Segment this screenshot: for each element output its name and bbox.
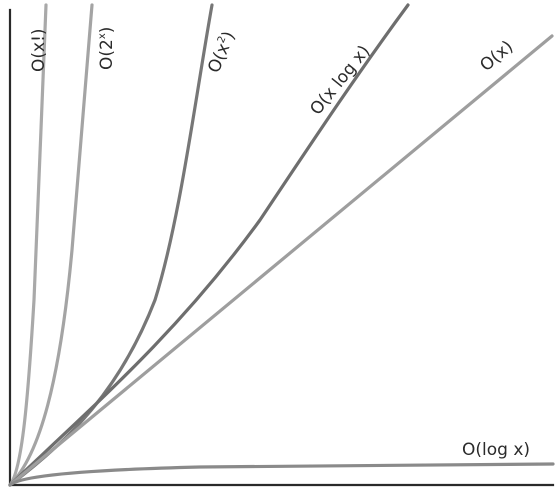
series-label-linearithmic: O(x log x): [306, 42, 374, 119]
series-lines: [8, 3, 555, 487]
series-line-factorial: [8, 3, 48, 487]
series-label-exponential: O(2x): [97, 27, 117, 70]
series-line-quadratic: [8, 3, 214, 487]
series-line-linearithmic: [8, 3, 410, 487]
series-line-exponential: [8, 3, 94, 487]
series-label-quadratic: O(x2): [204, 28, 239, 75]
series-label-factorial: O(x!): [29, 28, 49, 72]
series-line-linear: [8, 34, 554, 487]
series-line-logarithmic: [8, 462, 555, 487]
series-label-logarithmic: O(log x): [462, 440, 530, 460]
